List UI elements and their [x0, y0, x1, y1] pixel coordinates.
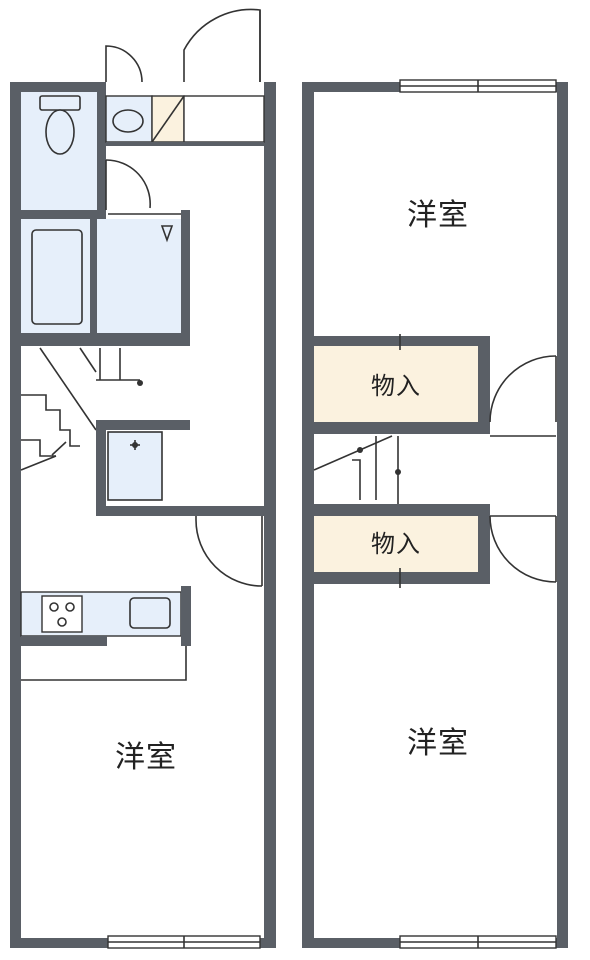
floor1-wall-top-right — [264, 82, 276, 92]
bathroom-wall-bottom — [10, 333, 190, 346]
storage-top-wall-right — [478, 336, 490, 434]
floor2-bottom-room-label: 洋室 — [407, 726, 469, 761]
floor2-bottom-door-swing — [489, 515, 557, 583]
floor2-wall-left — [302, 82, 314, 948]
floor1-room-label: 洋室 — [115, 740, 177, 775]
bathroom-wall-mid — [90, 219, 97, 333]
washbasin-icon — [112, 109, 144, 133]
burner-icon — [57, 617, 67, 627]
floor1-wall-top-left — [10, 82, 106, 92]
burner-icon — [49, 602, 59, 612]
floor2-top-room-label: 洋室 — [407, 198, 469, 233]
storage-top-wall-bottom — [314, 422, 490, 434]
floor2-storage-top-label: 物入 — [371, 372, 421, 400]
sink-icon — [129, 597, 171, 629]
bathtub-icon — [31, 229, 83, 325]
floor2-storage-bottom-label: 物入 — [371, 530, 421, 558]
bathroom-wall-right — [181, 210, 190, 346]
storage-bottom — [314, 516, 478, 572]
burner-icon — [65, 602, 75, 612]
kitchen-wall-bottom — [21, 636, 107, 646]
laundry-wall-top — [96, 420, 190, 430]
bath-door-swing — [105, 159, 151, 209]
toilet-wall-bottom — [21, 210, 106, 219]
storage-bottom-wall-bottom — [314, 572, 490, 584]
floor-1 — [10, 8, 276, 949]
floor2-top-door-swing — [489, 355, 557, 423]
floor1-wall-left — [10, 82, 21, 948]
floor1-staircase — [20, 347, 143, 471]
storage-top — [314, 346, 478, 422]
floor2-wall-right — [557, 82, 568, 948]
toilet-tank — [39, 95, 81, 111]
floor-2 — [302, 79, 568, 949]
toilet-wall-right — [97, 92, 106, 212]
storage-top-wall-top — [314, 336, 490, 346]
toilet-door-swing — [105, 45, 143, 83]
floor1-room-door-swing — [195, 516, 263, 587]
laundry-wall-left — [96, 420, 106, 516]
entrance-step — [183, 95, 265, 143]
floor1-wall-right — [264, 82, 276, 948]
laundry-wall-bottom — [96, 506, 264, 516]
floor2-staircase — [313, 435, 401, 504]
storage-bottom-wall-right — [478, 504, 490, 584]
kitchen-wall-right — [181, 586, 191, 646]
shower-icon — [160, 225, 174, 243]
front-door-swing — [183, 8, 261, 82]
storage-bottom-wall-top — [314, 504, 490, 516]
toilet-bowl-icon — [45, 109, 75, 155]
